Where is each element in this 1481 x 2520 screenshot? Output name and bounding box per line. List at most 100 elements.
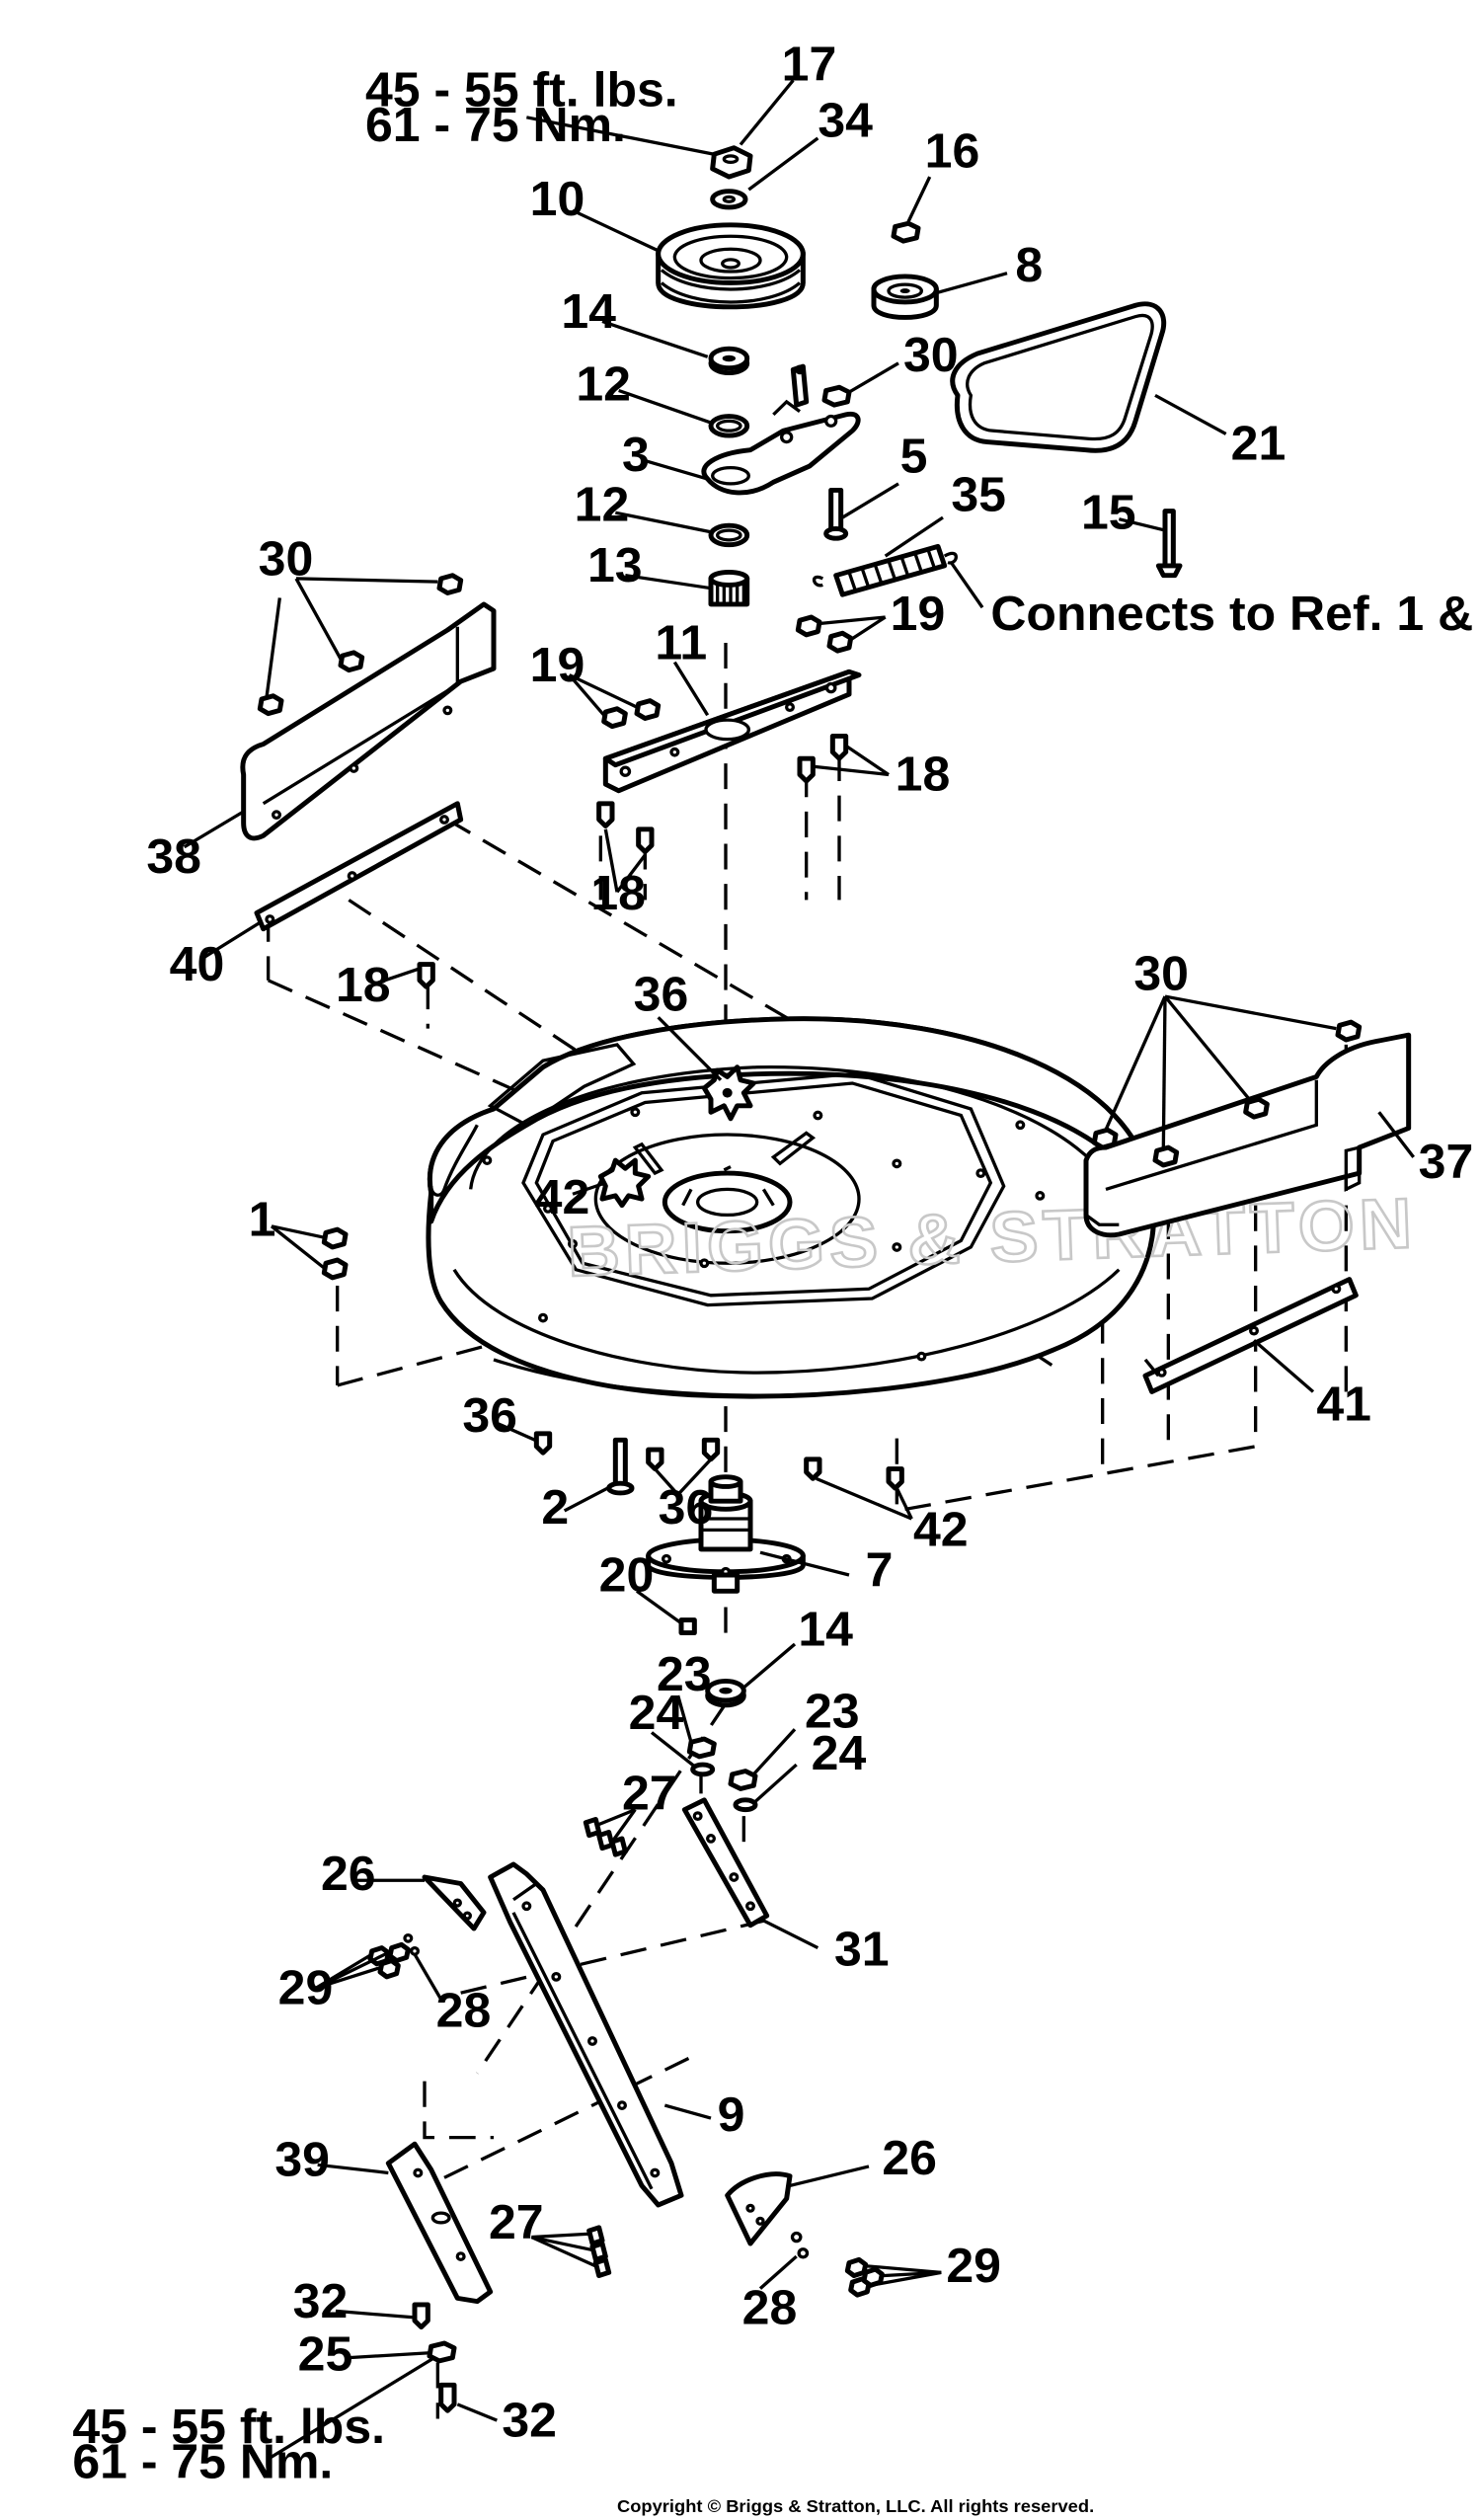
- callout-25: 25: [298, 2327, 353, 2381]
- callout-5: 5: [900, 430, 928, 483]
- retaining-ring-12-upper: [708, 414, 750, 438]
- callout-28-lower: 28: [742, 2281, 798, 2334]
- nut-17: [710, 145, 753, 180]
- callout-17: 17: [782, 38, 837, 91]
- callout-29-lower: 29: [946, 2240, 1001, 2293]
- nuts-23-washers-24: [686, 1736, 758, 1813]
- callout-9: 9: [718, 2088, 745, 2142]
- bolt-32-upper: [412, 2302, 430, 2330]
- fitting-20: [678, 1617, 697, 1636]
- bracket-41: [1142, 1277, 1359, 1394]
- callout-11: 11: [655, 616, 707, 669]
- callout-19-left: 19: [530, 639, 585, 692]
- callout-20: 20: [599, 1548, 655, 1602]
- callout-38: 38: [146, 829, 201, 883]
- nuts-30-left: [257, 573, 464, 717]
- mulching-blade-39: [385, 2141, 494, 2305]
- callout-18-bracket: 18: [590, 867, 646, 920]
- callout-26-upper: 26: [321, 1848, 376, 1901]
- washer-34: [710, 189, 748, 210]
- callout-16: 16: [925, 124, 980, 178]
- pulley-10: [656, 222, 806, 310]
- part-callouts: 17 34 16 10 8 14 30 12 21 3 5 35 15 12 3…: [146, 38, 1473, 2447]
- spring-35: [812, 543, 958, 597]
- bolts-under-deck: [533, 1431, 904, 1491]
- callout-19-right: 19: [891, 588, 946, 641]
- callout-30-left: 30: [259, 532, 314, 586]
- callout-34: 34: [818, 94, 873, 147]
- bolts-27-upper: [583, 1816, 628, 1857]
- callout-12-lower: 12: [575, 478, 630, 531]
- nuts-29-lower: [844, 2256, 885, 2298]
- needle-bearing-13: [708, 569, 750, 607]
- callout-32-upper: 32: [293, 2274, 349, 2327]
- nut-30-idler: [821, 384, 852, 408]
- callout-24-left: 24: [629, 1687, 684, 1740]
- callout-36-under: 36: [462, 1389, 517, 1443]
- callout-35: 35: [951, 468, 1006, 521]
- callout-39: 39: [274, 2133, 330, 2186]
- callout-7: 7: [866, 1543, 894, 1597]
- callout-14-upper: 14: [561, 285, 616, 339]
- callout-12-upper: 12: [576, 357, 631, 411]
- idler-pulley-8: [871, 274, 939, 320]
- nuts-1: [321, 1226, 349, 1281]
- torque-bottom-line1: 45 - 55 ft. lbs.: [72, 2400, 385, 2453]
- callout-24-right: 24: [812, 1726, 867, 1779]
- callout-41: 41: [1316, 1378, 1371, 1431]
- baffle-37: [1083, 1032, 1412, 1238]
- nut-25: [427, 2340, 457, 2364]
- callout-31: 31: [834, 1923, 890, 1976]
- callout-32-lower: 32: [502, 2394, 557, 2447]
- blade-adapter-31: [681, 1797, 770, 1929]
- callout-37: 37: [1419, 1136, 1474, 1189]
- callout-15: 15: [1081, 486, 1136, 539]
- callout-36-deck: 36: [634, 968, 689, 1021]
- connects-note: Connects to Ref. 1 & 2: [990, 588, 1481, 641]
- torque-spec-bottom: 45 - 55 ft. lbs. 61 - 75 Nm.: [72, 2400, 385, 2488]
- callout-2: 2: [541, 1480, 569, 1534]
- callout-40: 40: [170, 937, 225, 990]
- callout-14-lower: 14: [798, 1603, 853, 1656]
- bracket-11: [602, 669, 862, 794]
- callout-21: 21: [1231, 417, 1286, 470]
- torque-top-line2: 61 - 75 Nm.: [365, 99, 626, 152]
- bolt-15: [1155, 509, 1183, 579]
- callout-23-right: 23: [805, 1685, 860, 1738]
- nut-16: [891, 220, 921, 244]
- retaining-ring-12-lower: [708, 522, 750, 548]
- callout-27-upper: 27: [622, 1767, 677, 1820]
- leader-lines: [183, 79, 1415, 2461]
- nuts-30-right: [1091, 1019, 1363, 1168]
- callout-26-lower: 26: [882, 2132, 937, 2185]
- callout-18-right: 18: [896, 748, 951, 801]
- bearing-14-lower: [705, 1678, 746, 1708]
- callout-13: 13: [587, 539, 643, 592]
- bearing-14: [708, 346, 750, 376]
- idler-arm-3: [701, 363, 861, 496]
- callout-23-left: 23: [657, 1648, 712, 1701]
- torque-bottom-line2: 61 - 75 Nm.: [72, 2435, 333, 2488]
- callout-29-upper: 29: [278, 1961, 334, 2014]
- callout-3: 3: [622, 428, 650, 481]
- bolt-5: [823, 487, 849, 541]
- blade-9: [488, 1861, 684, 2208]
- callout-36-lower: 36: [659, 1480, 714, 1534]
- assembly-guide-lines: [267, 643, 1348, 2419]
- bracket-40: [254, 801, 464, 932]
- nuts-29-upper: [367, 1941, 411, 1980]
- torque-spec-top: 45 - 55 ft. lbs. 61 - 75 Nm.: [365, 63, 678, 152]
- callout-42-deck: 42: [535, 1170, 590, 1223]
- callout-28-upper: 28: [436, 1984, 492, 2037]
- baffle-38: [240, 601, 497, 841]
- blade-fin-26-upper: [422, 1874, 487, 1931]
- nuts-19: [601, 614, 854, 730]
- callout-18-left: 18: [336, 958, 391, 1011]
- lockwashers-28-lower: [790, 2231, 810, 2259]
- v-belt-21: [950, 301, 1167, 453]
- copyright-text: Copyright © Briggs & Stratton, LLC. All …: [617, 2496, 1094, 2516]
- lockwashers-28-upper: [403, 1932, 420, 1956]
- callout-30-right: 30: [1133, 947, 1189, 1000]
- bolt-32-lower: [438, 2382, 457, 2413]
